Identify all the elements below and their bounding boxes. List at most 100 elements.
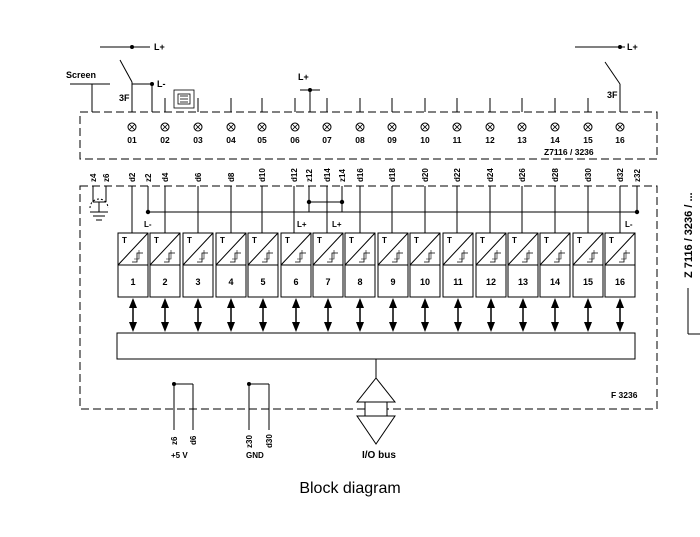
bus-label-l-minus: L- [625,220,633,229]
indicator-label: 16 [615,135,625,145]
gnd-label: GND [246,451,264,460]
indicator-lamp: 11 [452,122,462,145]
module-id: F 3236 [611,390,638,400]
channel-block: T16 [604,232,636,298]
plus5v-label: +5 V [171,451,188,460]
channel-block: T5 [247,232,279,298]
block-symbol-letter: T [349,236,354,245]
double-arrow [421,298,429,332]
block-symbol-letter: T [187,236,192,245]
double-arrow [584,298,592,332]
double-arrow [454,298,462,332]
bus-dot [306,199,312,205]
indicator-lamp: 03 [193,122,203,145]
bus-label-l-plus: L+ [297,220,307,229]
indicator-label: 11 [453,135,462,145]
indicator-label: 08 [355,135,365,145]
channel-block: T12 [475,232,507,298]
pin-label: z12 [305,169,314,182]
pin-label: d16 [356,168,365,182]
indicator-label: 05 [257,135,267,145]
block-symbol-letter: T [447,236,452,245]
double-arrow [324,298,332,332]
channel-block: T6 [280,232,312,298]
indicator-label: 12 [485,135,495,145]
channel-number: 1 [130,277,135,287]
double-arrow [356,298,364,332]
supply-left-minus-label: L- [157,79,166,89]
block-symbol-letter: T [577,236,582,245]
indicator-lamp: 01 [127,122,137,145]
block-symbol-letter: T [382,236,387,245]
double-arrow [259,298,267,332]
indicator-label: 09 [387,135,397,145]
terminal-dot [308,88,312,92]
terminal-dot [618,45,622,49]
pin-label: z32 [633,169,642,182]
channel-block: T14 [539,232,571,298]
indicator-panel [79,111,658,160]
pin-label: d30 [584,168,593,182]
block-symbol-letter: T [317,236,322,245]
indicator-lamp: 08 [355,122,365,145]
terminal-dot [150,82,154,86]
channel-arrows [129,298,624,332]
pin-label: d26 [518,168,527,182]
pin-label-gnd-b: d30 [265,434,274,448]
indicator-lamp: 16 [615,122,625,145]
pin-label: d4 [161,172,170,182]
double-arrow [161,298,169,332]
double-arrow [227,298,235,332]
bus-label-l-minus: L- [144,220,152,229]
double-arrow [551,298,559,332]
module-label: Z7116 / 3236 [544,147,594,157]
diagram-caption: Block diagram [299,480,401,497]
pin-label: z4 [89,173,98,182]
pin-label: z14 [338,169,347,182]
internal-bus [116,332,636,360]
indicator-lamp: 14 [550,122,560,145]
indicator-label: 10 [420,135,430,145]
bus-dot [145,209,151,215]
double-arrow [292,298,300,332]
ground-icon [89,198,109,221]
indicator-label: 06 [290,135,300,145]
indicator-label: 03 [193,135,203,145]
pin-label: d8 [227,172,236,182]
double-arrow [129,298,137,332]
channel-number: 6 [293,277,298,287]
fuse-right-label: 3F [607,90,618,100]
double-arrow [389,298,397,332]
block-symbol-letter: T [480,236,485,245]
indicator-label: 01 [127,135,137,145]
fuse-left-label: 3F [119,93,130,103]
channel-number: 2 [162,277,167,287]
indicator-lamp: 12 [485,122,495,145]
block-symbol-letter: T [544,236,549,245]
pin-label: d22 [453,168,462,182]
block-symbol-letter: T [414,236,419,245]
block-symbol-letter: T [285,236,290,245]
channel-number: 4 [228,277,233,287]
top-supply-lines [70,46,625,112]
io-bus-arrow [355,359,397,445]
pin-label: d2 [128,172,137,182]
indicator-lamp: 02 [160,122,170,145]
block-symbol-letter: T [512,236,517,245]
indicator-lamp: 07 [322,122,332,145]
chip-icon [173,89,195,109]
supply-right-label: L+ [627,42,638,52]
module-outline [79,185,658,410]
channel-number: 16 [615,277,625,287]
pin-label: d18 [388,168,397,182]
pin-label: z6 [102,173,111,182]
channel-block: T2 [149,232,181,298]
channel-block: T9 [377,232,409,298]
terminal-dot [172,382,176,386]
channel-block: T15 [572,232,604,298]
pin-label: d32 [616,168,625,182]
channel-number: 5 [260,277,265,287]
